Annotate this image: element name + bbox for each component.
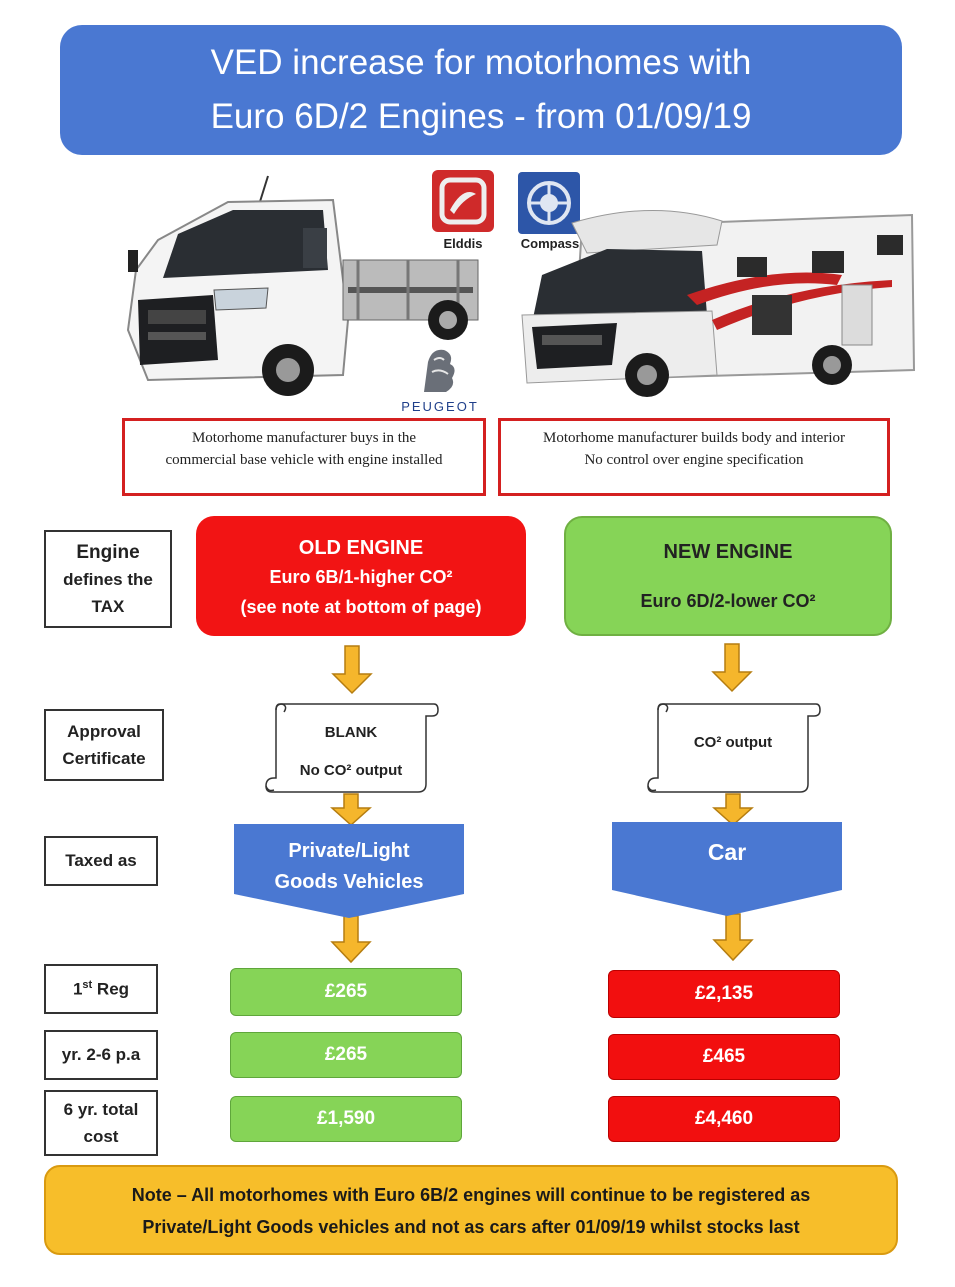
row-label-first-reg-sup: st — [82, 978, 93, 991]
old-taxed-line-1: Private/Light — [288, 840, 410, 862]
arrow-new-3 — [712, 913, 754, 962]
elddis-label: Elddis — [443, 236, 483, 251]
footnote-line-2: Private/Light Goods vehicles and not as … — [142, 1217, 800, 1237]
row-label-yr-text: yr. 2-6 p.a — [61, 1045, 141, 1064]
title-line-1: VED increase for motorhomes with — [210, 43, 752, 82]
row-label-total-line-2: cost — [83, 1127, 119, 1146]
title-line-2: Euro 6D/2 Engines - from 01/09/19 — [210, 97, 752, 136]
new-taxed-shape — [612, 822, 842, 916]
old-certificate-line-2: No CO² output — [299, 762, 403, 779]
row-label-engine-line-2: defines the — [63, 569, 153, 589]
footnote-line-1: Note – All motorhomes with Euro 6B/2 eng… — [131, 1185, 811, 1205]
scroll-icon-old — [265, 703, 439, 793]
new-taxed-as: Car — [612, 822, 842, 916]
arrow-old-2 — [330, 793, 372, 827]
row-label-first-reg-rest: Reg — [92, 979, 130, 999]
new-engine-title: NEW ENGINE — [663, 541, 793, 563]
old-certificate-line-1: BLANK — [324, 724, 378, 741]
old-yr-value: £265 — [230, 1032, 462, 1078]
row-label-first-reg-text: 1st Reg — [73, 979, 129, 1000]
arrow-old-3 — [330, 915, 372, 964]
elddis-logo-icon — [432, 170, 494, 232]
page-title: VED increase for motorhomes with Euro 6D… — [60, 25, 902, 155]
new-engine-box: NEW ENGINE Euro 6D/2-lower CO² — [564, 516, 892, 636]
caption-left-line-2: commercial base vehicle with engine inst… — [165, 452, 443, 468]
new-certificate: CO² output — [644, 698, 822, 796]
chassis-cab-illustration — [126, 175, 479, 396]
compass-label: Compass — [520, 236, 580, 251]
row-label-yr: yr. 2-6 p.a — [44, 1030, 158, 1080]
caption-right-line-1: Motorhome manufacturer builds body and i… — [542, 430, 845, 446]
footnote: Note – All motorhomes with Euro 6B/2 eng… — [44, 1165, 898, 1255]
row-label-taxed: Taxed as — [44, 836, 158, 886]
old-engine-line-1: Euro 6B/1-higher CO² — [269, 567, 453, 587]
arrow-new-1 — [711, 643, 753, 693]
row-label-first-reg: 1st Reg — [44, 964, 158, 1014]
peugeot-label: PEUGEOT — [401, 399, 479, 414]
old-taxed-line-2: Goods Vehicles — [274, 871, 424, 893]
row-label-approval: Approval Certificate — [44, 709, 164, 781]
row-label-total-line-1: 6 yr. total — [63, 1100, 139, 1119]
old-engine-box: OLD ENGINE Euro 6B/1-higher CO² (see not… — [196, 516, 526, 636]
row-label-approval-line-2: Certificate — [62, 749, 146, 768]
new-total-value: £4,460 — [608, 1096, 840, 1142]
new-engine-line-1: Euro 6D/2-lower CO² — [640, 591, 816, 611]
new-yr-value: £465 — [608, 1034, 840, 1080]
row-label-engine-line-1: Engine — [76, 541, 140, 563]
peugeot-lion-icon — [424, 349, 455, 392]
new-first-reg-value: £2,135 — [608, 970, 840, 1018]
row-label-engine: Engine defines the TAX — [44, 530, 172, 628]
caption-left-line-1: Motorhome manufacturer buys in the — [191, 430, 417, 446]
row-label-engine-line-3: TAX — [91, 596, 125, 616]
old-taxed-shape — [234, 824, 464, 918]
old-first-reg-value: £265 — [230, 968, 462, 1016]
arrow-new-2 — [712, 793, 754, 827]
row-label-approval-line-1: Approval — [67, 722, 141, 741]
new-certificate-line-1: CO² output — [693, 734, 773, 751]
caption-left: Motorhome manufacturer buys in the comme… — [122, 418, 486, 496]
scroll-icon-new — [647, 703, 821, 793]
arrow-old-1 — [331, 645, 373, 695]
compass-logo-icon — [518, 172, 580, 234]
caption-right: Motorhome manufacturer builds body and i… — [498, 418, 890, 496]
caption-right-line-2: No control over engine specification — [584, 452, 804, 468]
old-certificate: BLANK No CO² output — [262, 698, 440, 796]
old-total-value: £1,590 — [230, 1096, 462, 1142]
row-label-first-reg-main: 1 — [72, 979, 83, 999]
old-engine-line-2: (see note at bottom of page) — [240, 597, 482, 617]
motorhome-illustration — [521, 209, 916, 397]
old-taxed-as: Private/Light Goods Vehicles — [234, 824, 464, 918]
row-label-taxed-text: Taxed as — [65, 851, 137, 870]
row-label-total: 6 yr. total cost — [44, 1090, 158, 1156]
new-taxed-line-1: Car — [707, 839, 747, 865]
old-engine-title: OLD ENGINE — [298, 537, 424, 559]
